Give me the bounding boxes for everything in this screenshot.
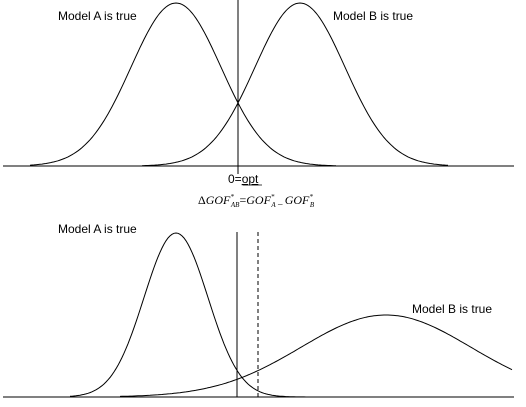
formula-delta: Δ: [198, 193, 206, 207]
bottom-curve-model-b: [119, 314, 513, 397]
top-curve-model-a: [29, 2, 336, 167]
zero-opt-label: 0=opt: [228, 172, 259, 186]
bottom-label-model-b: Model B is true: [412, 302, 492, 316]
formula-minus: –: [276, 199, 285, 209]
formula-gof-a: GOF: [246, 193, 271, 207]
formula: ΔGOF*AB=GOF*A – GOF*B: [198, 193, 315, 209]
bottom-label-model-a: Model A is true: [58, 222, 137, 236]
formula-star-ab: *: [230, 193, 234, 201]
formula-sub-b: B: [310, 201, 315, 209]
bottom-curve-model-a: [69, 232, 320, 398]
top-panel: Model A is true Model B is true 0=opt: [3, 0, 514, 186]
formula-star-a: *: [271, 193, 275, 201]
formula-sub-ab: AB: [230, 201, 240, 209]
zero-label-prefix: 0=: [228, 172, 242, 186]
opt-label: opt: [242, 172, 259, 186]
formula-star-b: *: [309, 193, 313, 201]
formula-equals: =: [239, 193, 246, 207]
formula-gof-ab: GOF: [206, 193, 231, 207]
top-label-model-b: Model B is true: [333, 9, 413, 23]
formula-gof-b: GOF: [285, 193, 310, 207]
formula-sub-a: A: [270, 201, 276, 209]
top-label-model-a: Model A is true: [58, 9, 137, 23]
bottom-panel: Model A is true Model B is true: [3, 222, 514, 398]
formula-text: ΔGOF*AB=GOF*A – GOF*B: [198, 193, 315, 209]
top-curve-model-b: [141, 2, 449, 167]
